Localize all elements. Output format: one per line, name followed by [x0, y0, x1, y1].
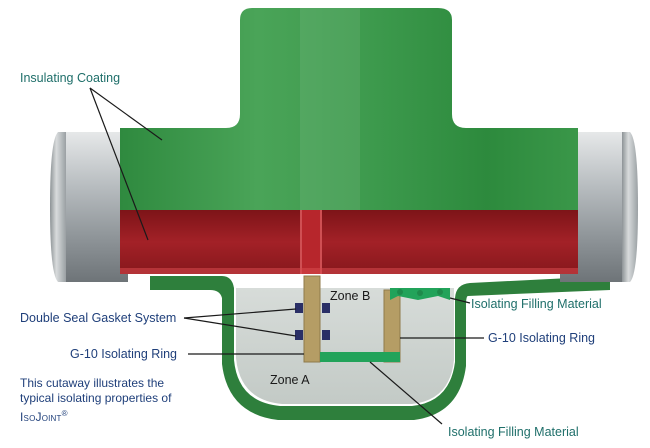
caption-registered-mark: ®: [61, 409, 68, 418]
pipe-end-cap-left: [50, 132, 66, 282]
label-zone-a: Zone A: [270, 373, 310, 387]
gasket-seal-left-bottom: [295, 330, 303, 340]
filling-bottom: [320, 352, 400, 362]
leader-double-seal-1: [183, 308, 297, 319]
leader-double-seal-2: [183, 317, 297, 337]
pipe-steel-left: [58, 132, 128, 282]
caption-line-2: typical isolating properties of: [20, 391, 172, 405]
housing-body: [150, 276, 610, 420]
label-ring-left: G-10 Isolating Ring: [70, 347, 177, 361]
insulating-coating: [120, 8, 578, 210]
caption-line-1: This cutaway illustrates the: [20, 376, 165, 390]
label-double-seal: Double Seal Gasket System: [20, 311, 176, 325]
gasket-seal-left-top: [295, 303, 303, 313]
leader-filling-bottom: [369, 361, 443, 425]
leader-insulating-coating-1: [89, 87, 163, 141]
pipe-end-cap-right: [622, 132, 638, 282]
label-zone-b: Zone B: [330, 289, 370, 303]
caption-text: This cutaway illustrates the typical iso…: [20, 376, 200, 425]
leader-filling-top: [449, 297, 471, 304]
label-insulating-coating: Insulating Coating: [20, 71, 120, 85]
pipe-red-divider: [300, 210, 322, 274]
caption-brand: IsoJoint: [20, 410, 62, 424]
label-filling-bottom: Isolating Filling Material: [448, 425, 579, 439]
label-ring-right: G-10 Isolating Ring: [488, 331, 595, 345]
g10-ring-right: [383, 289, 401, 363]
coating-hub-highlight: [300, 8, 360, 210]
leader-insulating-coating-2: [89, 87, 149, 241]
gasket-seal-right-bottom: [322, 330, 330, 340]
housing-cavity: [236, 288, 454, 404]
gasket-seal-right-top: [322, 303, 330, 313]
caption-brand-line: IsoJoint®: [20, 406, 200, 425]
g10-ring-left: [303, 275, 321, 363]
pipe-red-section: [120, 210, 578, 274]
label-filling-top: Isolating Filling Material: [471, 297, 602, 311]
